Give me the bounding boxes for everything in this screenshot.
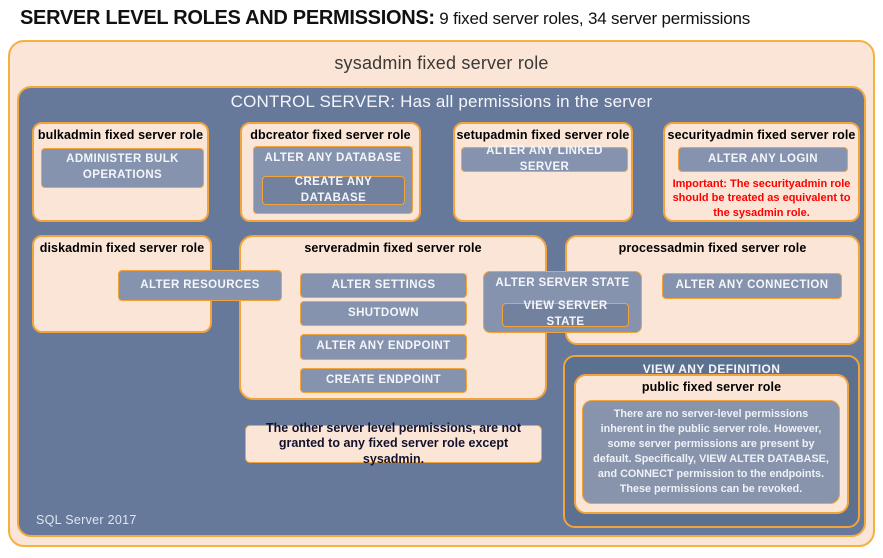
securityadmin-role-title: securityadmin fixed server role (667, 128, 856, 142)
permission-alter-any-linked-server: ALTER ANY LINKED SERVER (461, 145, 628, 173)
securityadmin-role-box: securityadmin fixed server role ALTER AN… (663, 122, 860, 222)
permission-create-any-database: CREATE ANY DATABASE (262, 176, 405, 205)
view-any-definition-panel: VIEW ANY DEFINITION public fixed server … (563, 355, 860, 528)
setupadmin-role-title: setupadmin fixed server role (456, 128, 630, 142)
permission-administer-bulk-operations: ADMINISTER BULK OPERATIONS (41, 148, 204, 188)
other-permissions-note: The other server level permissions, are … (245, 421, 542, 466)
sql-server-version-label: SQL Server 2017 (36, 513, 137, 527)
page-title-subtitle: 9 fixed server roles, 34 server permissi… (434, 9, 751, 28)
diskadmin-role-title: diskadmin fixed server role (39, 241, 205, 255)
permission-shutdown: SHUTDOWN (300, 301, 467, 326)
permission-view-server-state: VIEW SERVER STATE (502, 300, 629, 328)
serveradmin-role-box: serveradmin fixed server role ALTER SETT… (239, 235, 547, 400)
permission-alter-any-database: ALTER ANY DATABASE CREATE ANY DATABASE (253, 146, 413, 214)
page-title-main: SERVER LEVEL ROLES AND PERMISSIONS: (20, 7, 435, 29)
permission-alter-any-database-label: ALTER ANY DATABASE (264, 152, 402, 164)
dbcreator-role-box: dbcreator fixed server role ALTER ANY DA… (240, 122, 421, 222)
public-role-box: public fixed server role There are no se… (574, 374, 849, 514)
setupadmin-role-box: setupadmin fixed server role ALTER ANY L… (453, 122, 633, 222)
permission-alter-any-login: ALTER ANY LOGIN (678, 147, 848, 172)
dbcreator-role-title: dbcreator fixed server role (250, 128, 411, 142)
public-role-title: public fixed server role (641, 380, 782, 394)
permission-alter-any-endpoint: ALTER ANY ENDPOINT (300, 334, 467, 360)
bulkadmin-role-title: bulkadmin fixed server role (37, 128, 204, 142)
securityadmin-warning-text: Important: The securityadmin role should… (672, 178, 851, 219)
permission-alter-resources: ALTER RESOURCES (118, 270, 282, 301)
view-any-definition-label: VIEW ANY DEFINITION (642, 362, 781, 376)
permission-alter-settings: ALTER SETTINGS (300, 273, 467, 298)
sysadmin-role-label: sysadmin fixed server role (334, 53, 549, 73)
permission-alter-server-state-label: ALTER SERVER STATE (495, 277, 630, 289)
permission-alter-any-connection: ALTER ANY CONNECTION (662, 273, 842, 299)
bulkadmin-role-box: bulkadmin fixed server role ADMINISTER B… (32, 122, 209, 222)
permission-create-endpoint: CREATE ENDPOINT (300, 368, 467, 393)
permission-alter-server-state: ALTER SERVER STATE VIEW SERVER STATE (483, 271, 642, 333)
public-role-description: There are no server-level permissions in… (582, 400, 840, 504)
page-title: SERVER LEVEL ROLES AND PERMISSIONS: 9 fi… (20, 7, 750, 30)
serveradmin-role-title: serveradmin fixed server role (304, 241, 482, 255)
control-server-label: CONTROL SERVER: Has all permissions in t… (230, 92, 653, 111)
processadmin-role-title: processadmin fixed server role (618, 241, 807, 255)
